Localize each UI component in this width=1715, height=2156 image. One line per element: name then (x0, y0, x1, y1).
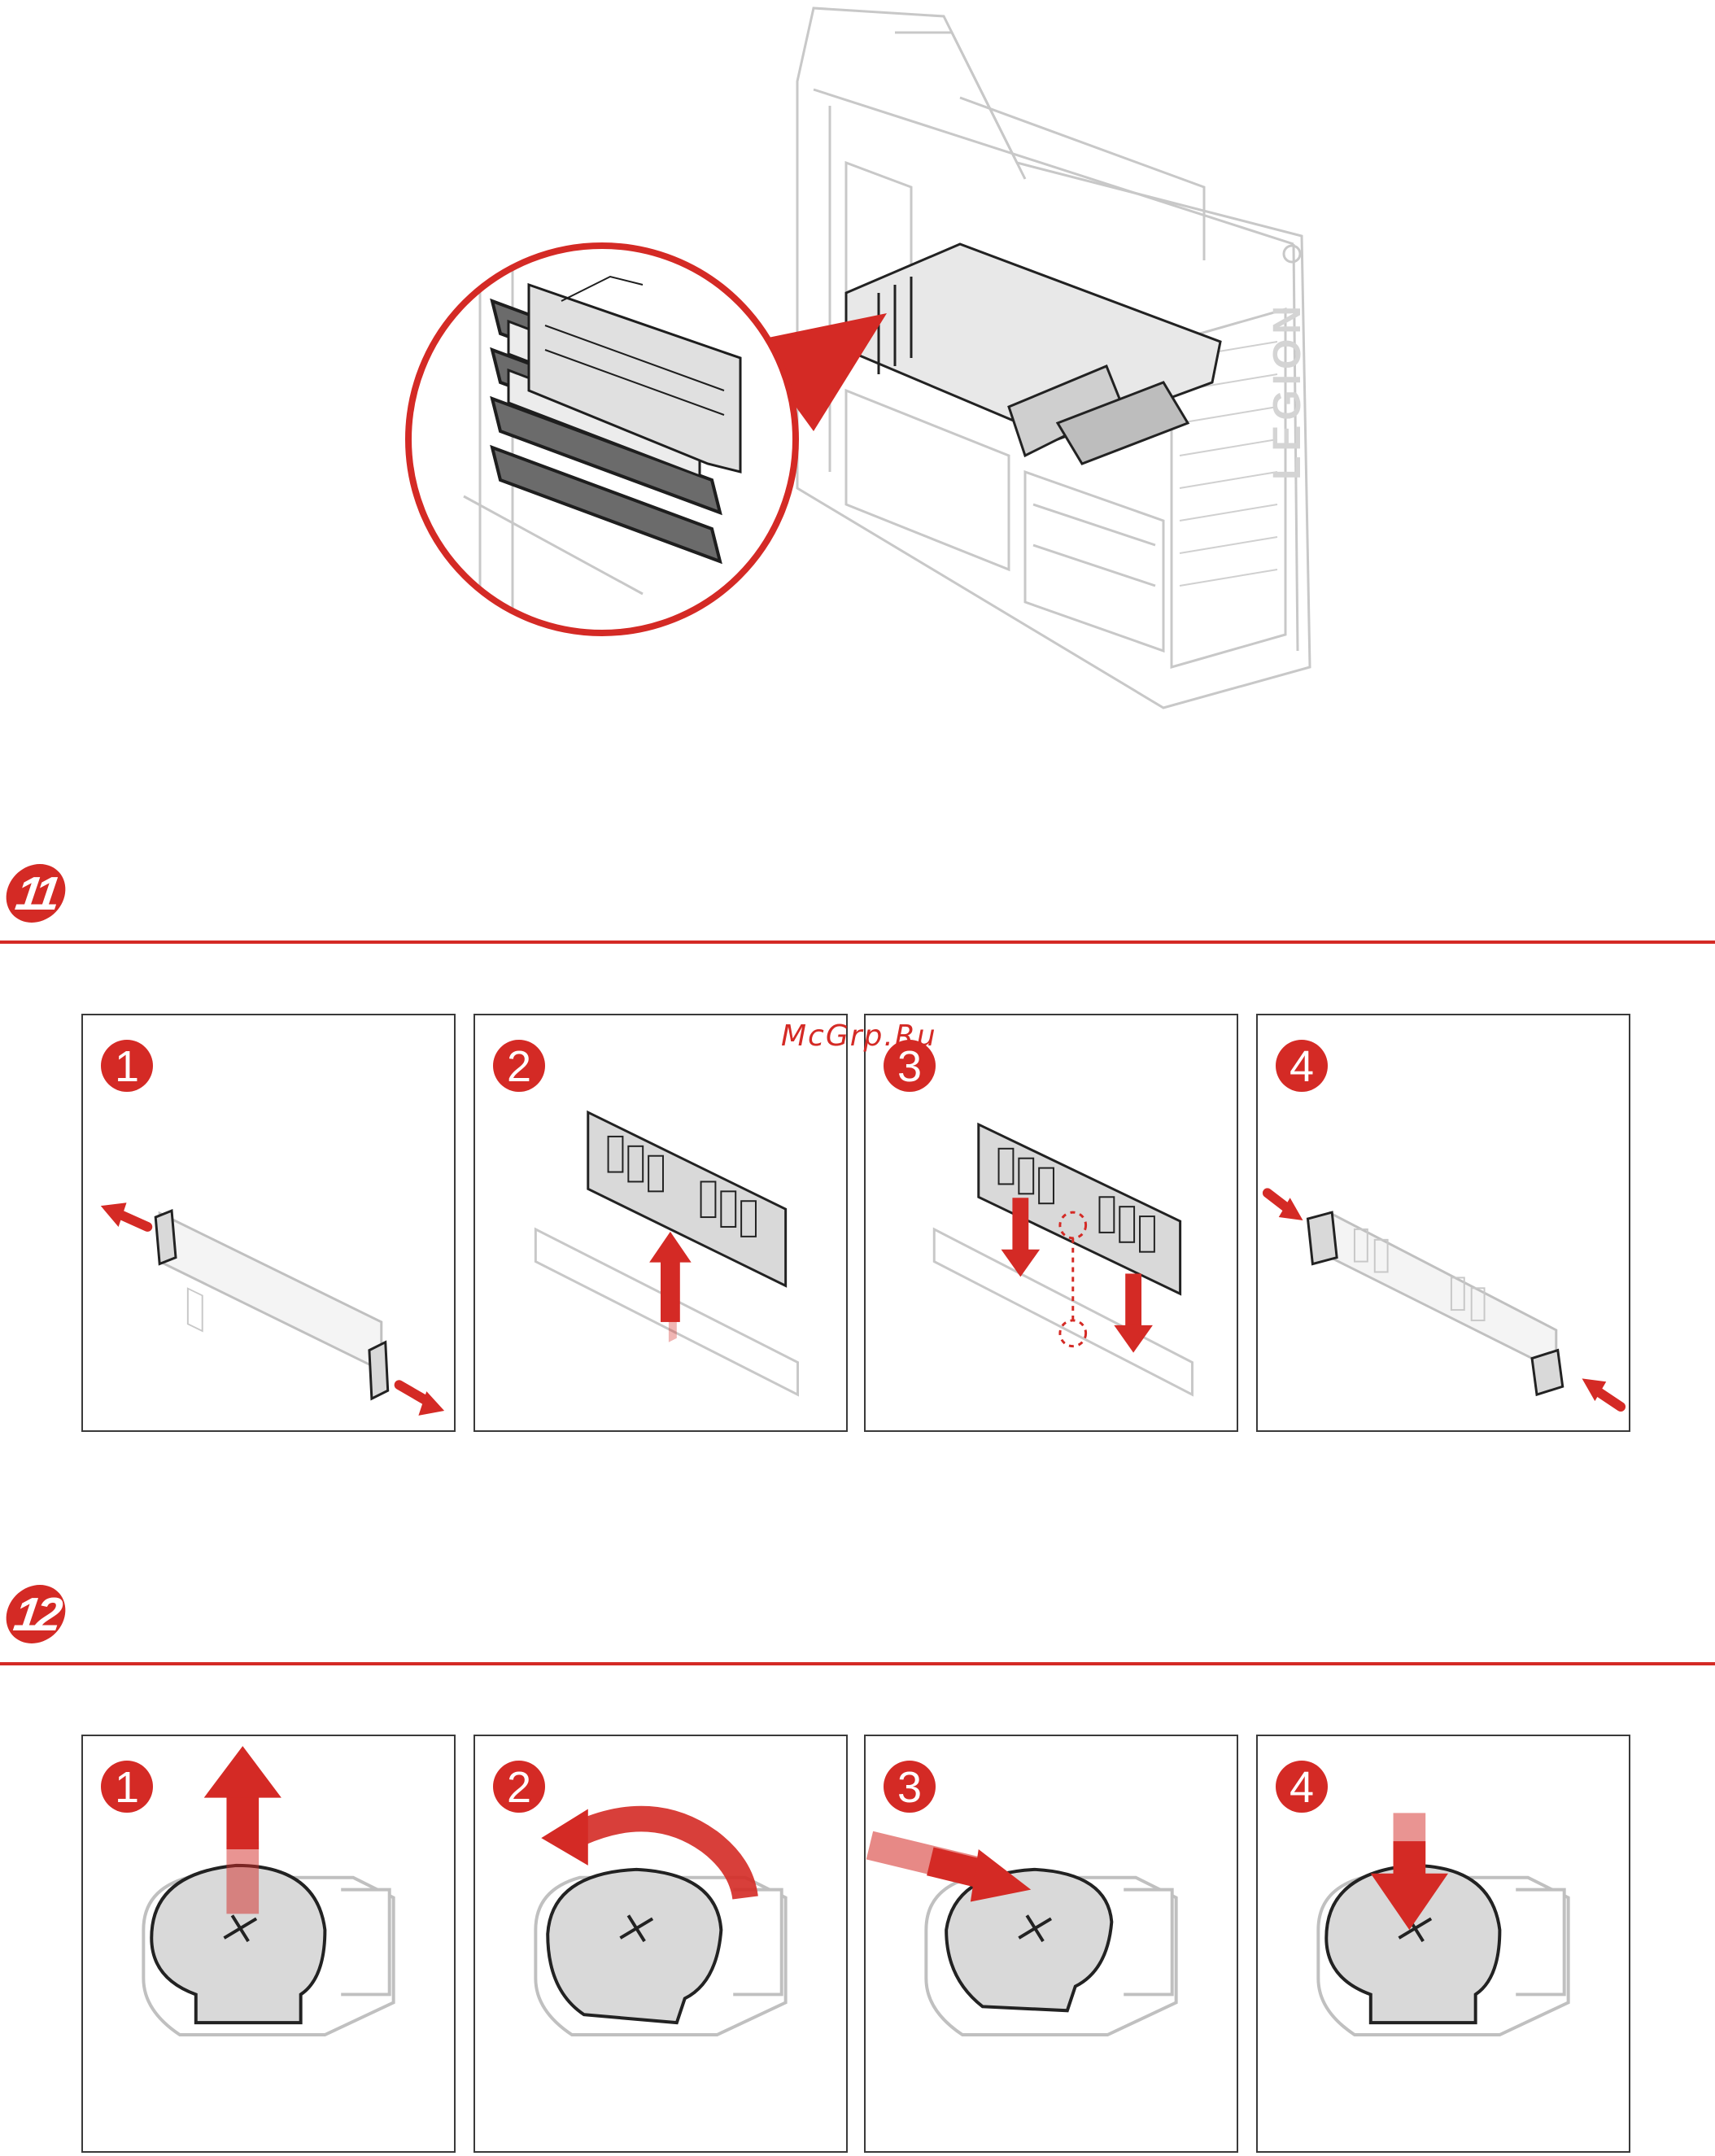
step-12-panel-4-badge: 4 (1276, 1761, 1328, 1813)
case-brand-text: LEGION (1266, 301, 1309, 480)
step-12-badge: 12 (1, 1583, 72, 1645)
step-12-panel-2: 2 (473, 1735, 848, 2153)
step-12-panel-1-badge: 1 (101, 1761, 153, 1813)
step-12-panel-1: 1 (81, 1735, 456, 2153)
step-11-panel-4-badge: 4 (1276, 1040, 1328, 1092)
step-12-panel-3-badge: 3 (884, 1761, 936, 1813)
zoom-callout (399, 236, 805, 643)
step-11-panel-4: 4 (1256, 1014, 1630, 1432)
step-12-divider (0, 1662, 1715, 1665)
step-11-divider (0, 941, 1715, 944)
step-11-panel-1-badge: 1 (101, 1040, 153, 1092)
step-11-badge: 11 (1, 862, 72, 924)
step-11-panel-2-badge: 2 (493, 1040, 545, 1092)
step-12-panel-3: 3 (864, 1735, 1238, 2153)
step-12-panel-2-badge: 2 (493, 1761, 545, 1813)
step-12-number: 12 (1, 1583, 72, 1645)
step-11-panel-3: 3 (864, 1014, 1238, 1432)
step-11-panel-1: 1 (81, 1014, 456, 1432)
step-12-panel-4: 4 (1256, 1735, 1630, 2153)
step-11-panel-2: 2 (473, 1014, 848, 1432)
step-11-number: 11 (1, 862, 72, 924)
watermark-text: McGrp.Ru (781, 1019, 937, 1053)
